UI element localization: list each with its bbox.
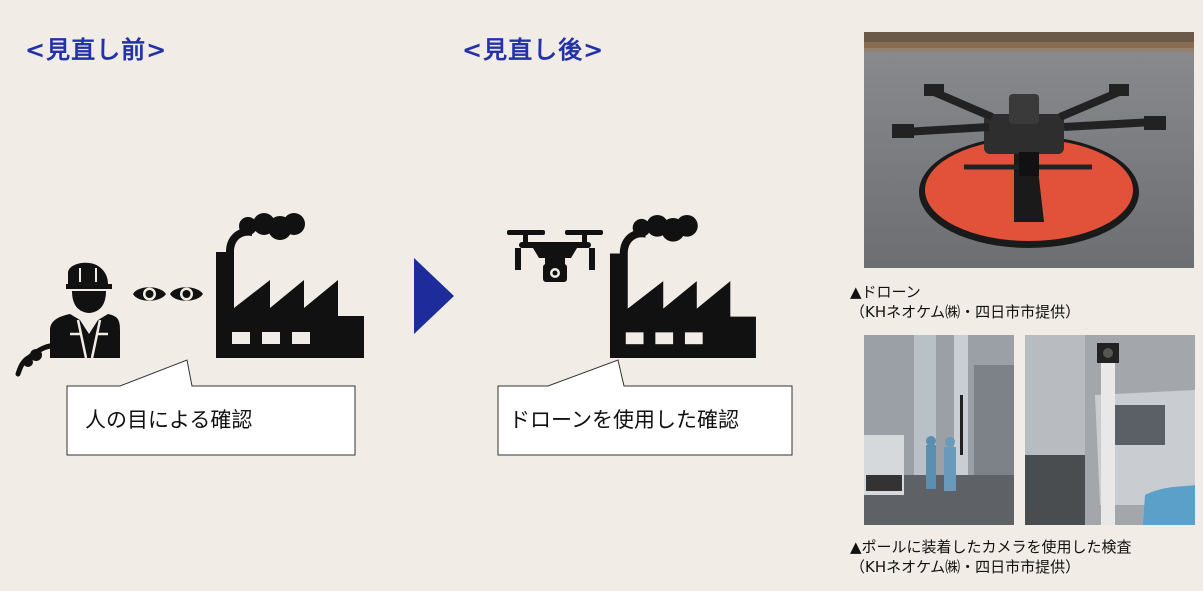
drone-caption-line2: （KHネオケム㈱・四日市市提供） [850, 303, 1081, 321]
drone-icon [507, 230, 603, 282]
factory-icon-after [609, 214, 756, 358]
before-callout-text: 人の目による確認 [85, 408, 253, 432]
after-heading: <見直し後> [462, 36, 605, 64]
before-heading: <見直し前> [25, 36, 168, 64]
drone-photo [864, 32, 1194, 268]
eyes-icon [133, 287, 203, 301]
inspection-photo-right [1025, 335, 1195, 525]
factory-icon [216, 213, 364, 358]
pole-caption-line1: ▲ポールに装着したカメラを使用した検査 [850, 538, 1132, 556]
worker-icon [15, 262, 120, 377]
arrow-right-icon [414, 258, 454, 334]
after-callout-text: ドローンを使用した確認 [509, 408, 739, 432]
drone-caption-line1: ▲ドローン [850, 283, 921, 301]
pole-caption-line2: （KHネオケム㈱・四日市市提供） [850, 558, 1081, 576]
inspection-photo-left [864, 335, 1014, 525]
